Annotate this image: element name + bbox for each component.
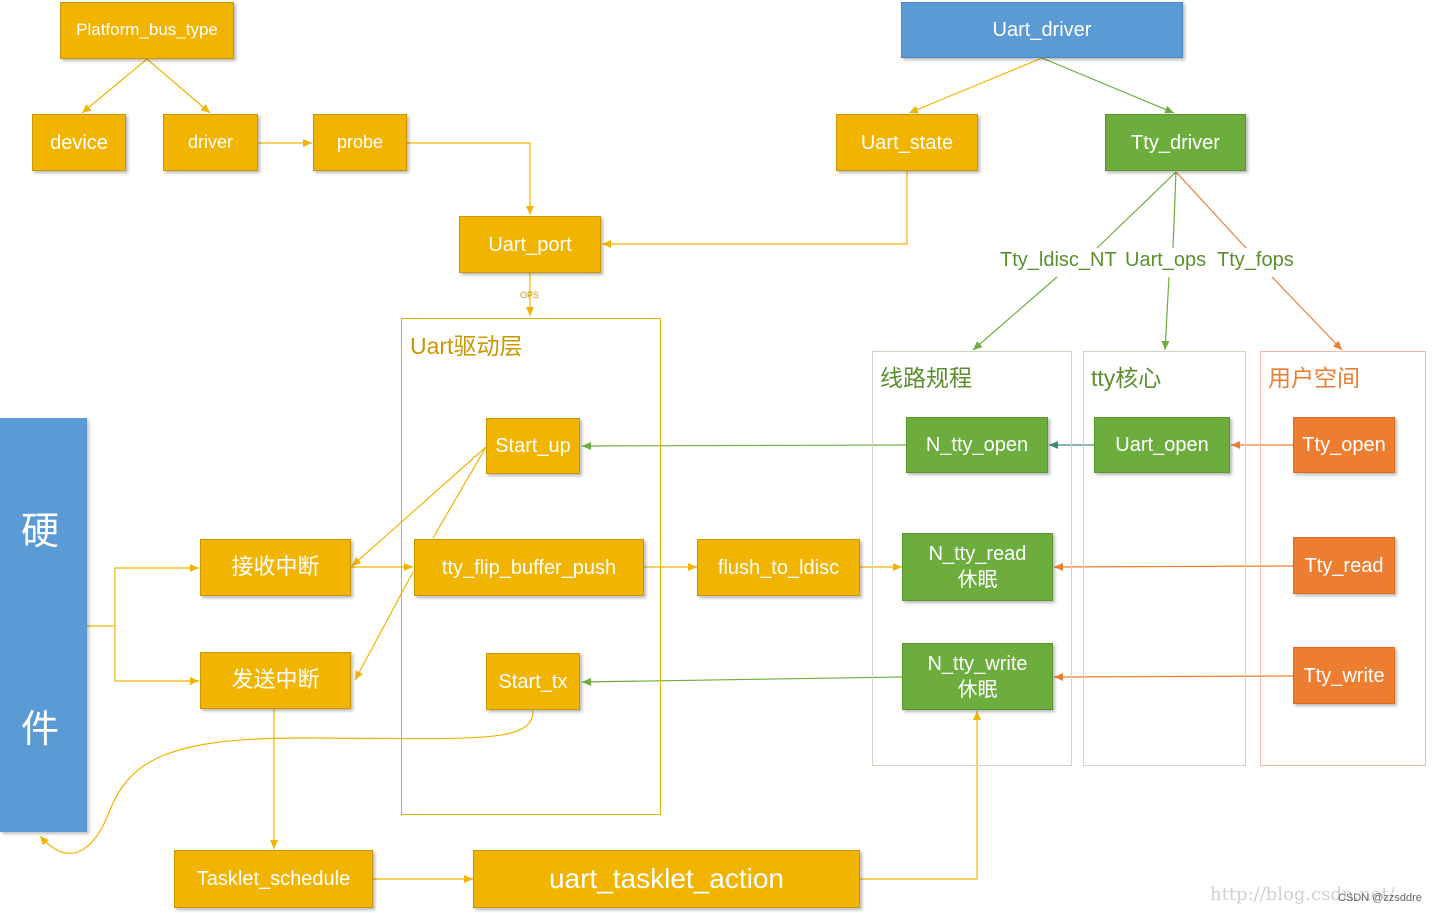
edge-ttydriver-uartops-b (1161, 276, 1170, 351)
group-tty-core (1083, 351, 1246, 766)
node-tty-driver: Tty_driver (1105, 114, 1246, 171)
edge-nttyopen-startup (581, 441, 907, 450)
edge-ttydriver-uartops-a (1172, 171, 1177, 249)
label-tty-ldisc-n: Tty_ldisc_NT (1000, 249, 1117, 271)
group-line-discipline (872, 351, 1072, 766)
node-tty-read: Tty_read (1293, 537, 1395, 594)
edge-probe-uartport (407, 142, 534, 215)
group-tty-core-label: tty核心 (1091, 365, 1162, 391)
node-tasklet-schedule: Tasklet_schedule (174, 850, 373, 908)
label-tty-fops: Tty_fops (1217, 249, 1294, 271)
label-ops: OPS (520, 290, 540, 300)
node-flush-to-ldisc: flush_to_ldisc (697, 539, 860, 596)
group-user-space (1260, 351, 1426, 766)
node-n-tty-write: N_tty_write 休眠 (902, 643, 1053, 710)
edge-uartstate-uartport (602, 171, 908, 248)
node-tty-flip-buffer-push: tty_flip_buffer_push (414, 539, 644, 596)
node-start-up: Start_up (486, 418, 580, 474)
node-uart-driver: Uart_driver (901, 2, 1183, 58)
node-rx-interrupt: 接收中断 (200, 539, 351, 596)
node-n-tty-read: N_tty_read 休眠 (902, 533, 1053, 601)
node-n-tty-open: N_tty_open (906, 417, 1048, 473)
node-platform-bus-type: Platform_bus_type (60, 2, 234, 59)
edge-nttywrite-starttx (581, 676, 903, 686)
hardware-block: 硬 件 (0, 418, 87, 832)
node-tx-interrupt: 发送中断 (200, 652, 351, 709)
edge-action-nttywrite (860, 711, 981, 880)
node-uart-tasklet-action: uart_tasklet_action (473, 850, 860, 908)
watermark: http://blog.csdn.net/ (1210, 884, 1395, 905)
edge-ttydriver-fops-a (1175, 171, 1247, 249)
node-uart-port: Uart_port (459, 216, 601, 273)
node-start-tx: Start_tx (486, 653, 580, 710)
node-uart-state: Uart_state (836, 114, 978, 171)
edge-starttx-hardware (39, 710, 534, 854)
edge-ttydriver-ldisc-a (1096, 171, 1177, 249)
edge-uartdriver-uartstate (908, 57, 1043, 114)
edge-ttydriver-ldisc-b (972, 276, 1058, 351)
edge-uartdriver-ttydriver (1041, 57, 1175, 114)
edge-platform-device (81, 58, 148, 114)
edge-ttywrite-nttywrite (1053, 672, 1294, 681)
edge-startup-tx (355, 446, 487, 680)
group-uart-driver-layer (401, 318, 661, 815)
edge-hw-interrupts (87, 567, 199, 682)
edge-ttydriver-fops-b (1271, 276, 1343, 351)
hardware-char-1: 硬 (20, 511, 59, 553)
node-driver: driver (163, 114, 258, 171)
node-uart-open: Uart_open (1094, 417, 1230, 473)
label-uart-ops: Uart_ops (1125, 249, 1207, 271)
node-device: device (32, 114, 126, 171)
credit-text: CSDN @zzsddre (1338, 892, 1422, 904)
edge-ttyread-nttyread (1053, 562, 1294, 571)
edge-platform-driver (146, 58, 211, 114)
node-probe: probe (313, 114, 407, 171)
edge-startup-rx (351, 446, 487, 567)
node-tty-write: Tty_write (1293, 647, 1395, 704)
hardware-char-2: 件 (20, 709, 59, 751)
group-line-discipline-label: 线路规程 (880, 365, 972, 391)
node-tty-open: Tty_open (1293, 417, 1395, 473)
group-uart-driver-layer-label: Uart驱动层 (410, 333, 523, 359)
group-user-space-label: 用户空间 (1268, 365, 1360, 391)
